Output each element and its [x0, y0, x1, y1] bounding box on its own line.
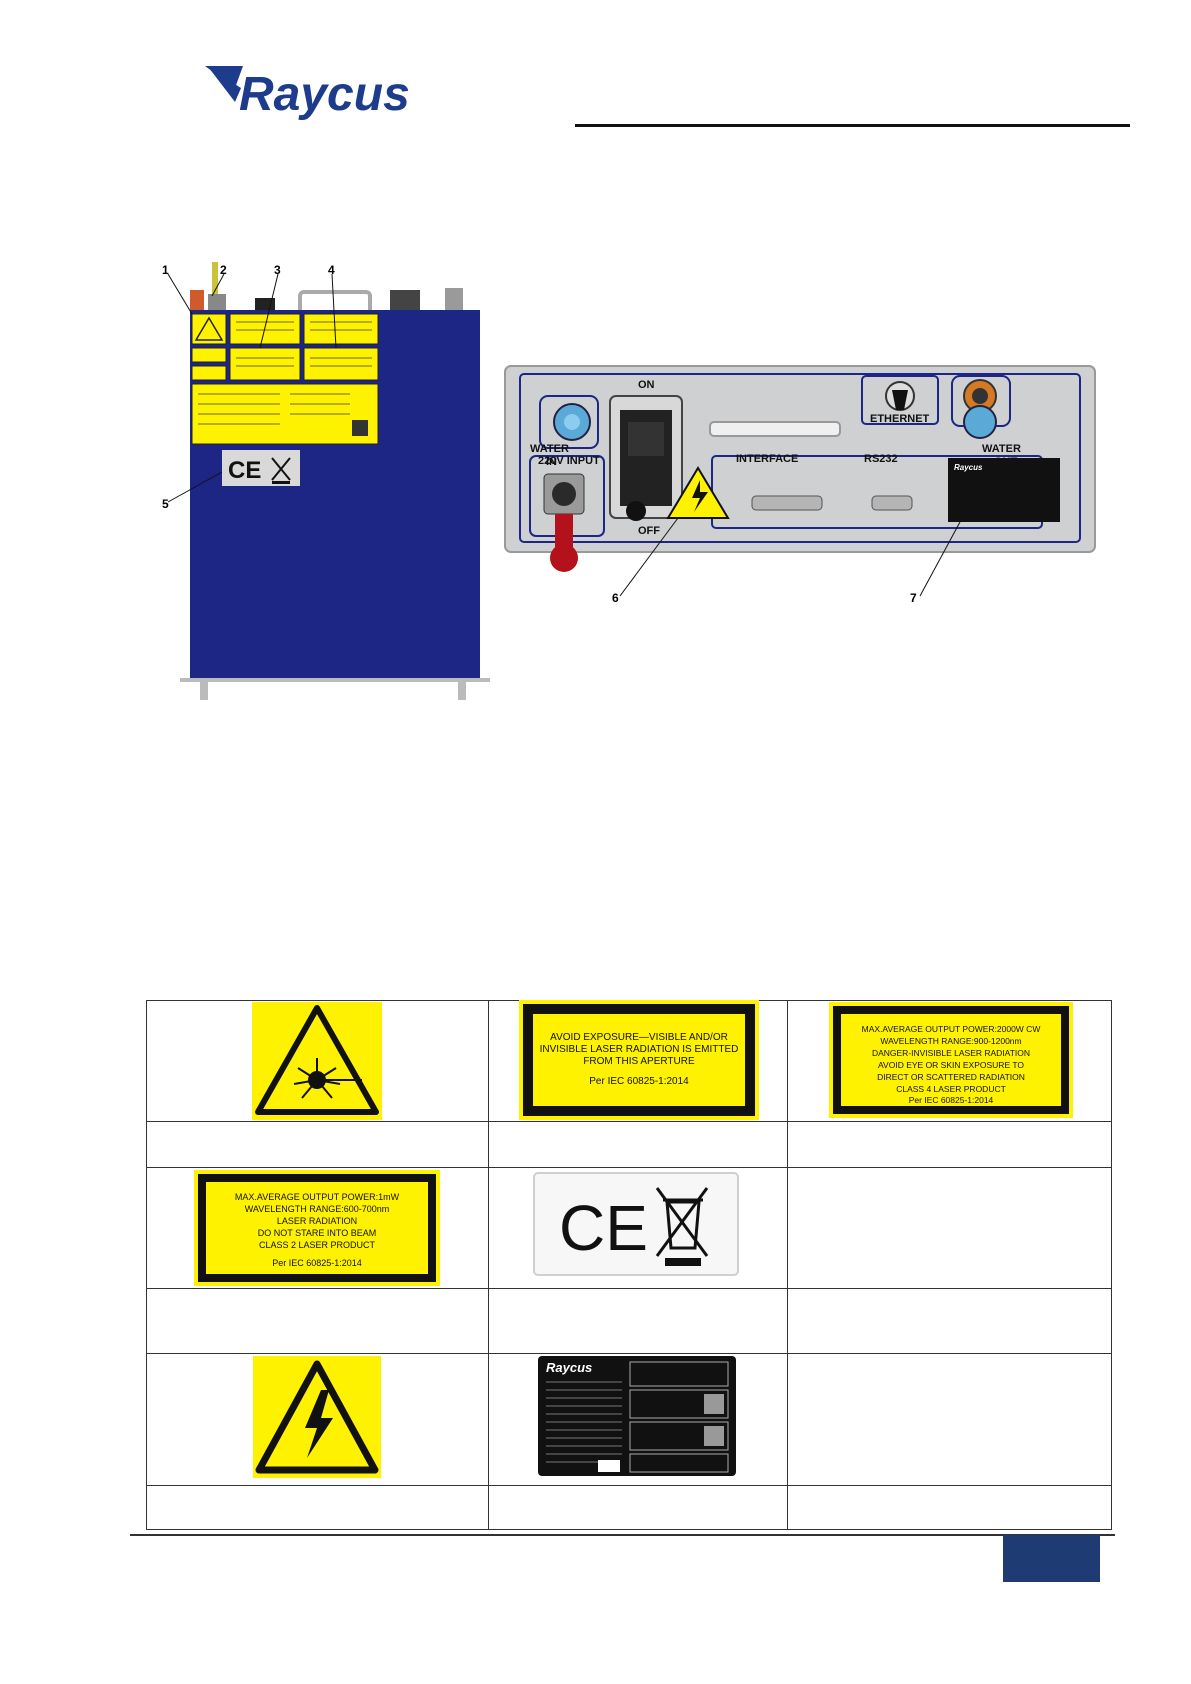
ce-label-top: [222, 450, 300, 486]
power-input-label: 220V INPUT: [538, 455, 600, 467]
nameplate-brand: Raycus: [954, 463, 983, 472]
rs232-connector: [871, 495, 913, 511]
label-3: [229, 347, 301, 381]
nameplate: [948, 458, 1060, 522]
class4-label-line1: MAX.AVERAGE OUTPUT POWER:2000W CW: [862, 1024, 1041, 1034]
table-cell: [488, 1288, 788, 1354]
power-indicator-icon: [626, 501, 646, 521]
weee-bin-icon: [655, 1187, 709, 1257]
table-cell: [146, 1288, 489, 1354]
class2-label-line5: CLASS 2 LASER PRODUCT: [259, 1240, 376, 1250]
table-cell: [146, 1121, 489, 1168]
laser-warning-label-small: [191, 313, 227, 345]
interface-label: INTERFACE: [736, 453, 798, 465]
qr-code: [352, 420, 368, 436]
table-cell: [488, 1121, 788, 1168]
table-cell: [787, 1353, 1112, 1486]
table-cell: [787, 1167, 1112, 1289]
raycus-logo: Raycus: [205, 66, 410, 121]
footer-page-box: [1003, 1535, 1100, 1582]
electric-shock-warning-sign: [253, 1356, 381, 1478]
aperture-label-line4: Per IEC 60825-1:2014: [589, 1076, 689, 1087]
callout-3: 3: [274, 263, 281, 277]
class4-label-line6: CLASS 4 LASER PRODUCT: [896, 1084, 1006, 1094]
aperture-warning-label: AVOID EXPOSURE—VISIBLE AND/OR INVISIBLE …: [519, 1000, 759, 1120]
fiber-cable: [212, 262, 218, 310]
water-out-port: [963, 405, 997, 439]
ce-text-top: CE: [228, 457, 261, 484]
class2-label-line2: WAVELENGTH RANGE:600-700nm: [245, 1204, 390, 1214]
table-cell: [488, 1485, 788, 1530]
class4-label-line5: DIRECT OR SCATTERED RADIATION: [877, 1072, 1025, 1082]
ethernet-label: ETHERNET: [870, 413, 930, 425]
header-rule: [575, 124, 1130, 127]
callout-4: 4: [328, 263, 335, 277]
class4-warning-label: MAX.AVERAGE OUTPUT POWER:2000W CW WAVELE…: [829, 1002, 1073, 1118]
top-fitting: [445, 288, 463, 312]
class4-label-line7: Per IEC 60825-1:2014: [909, 1095, 994, 1105]
nameplate-brand-large: Raycus: [546, 1360, 592, 1375]
class4-label-line2: WAVELENGTH RANGE:900-1200nm: [880, 1036, 1021, 1046]
callout-2: 2: [220, 263, 227, 277]
aperture-label-line1: AVOID EXPOSURE—VISIBLE AND/OR: [550, 1032, 728, 1043]
class2-label-line3: LASER RADIATION: [277, 1216, 357, 1226]
aperture-label-line3: FROM THIS APERTURE: [583, 1056, 695, 1067]
aperture-label-line2: INVISIBLE LASER RADIATION IS EMITTED: [540, 1044, 739, 1055]
fiber-connector: [208, 294, 226, 310]
callout-5: 5: [162, 497, 169, 511]
table-cell: [146, 1485, 489, 1530]
class4-label-line3: DANGER-INVISIBLE LASER RADIATION: [872, 1048, 1030, 1058]
interface-db-connector: [751, 495, 823, 511]
class2-warning-label: MAX.AVERAGE OUTPUT POWER:1mW WAVELENGTH …: [194, 1170, 440, 1286]
laser-warning-sign: [252, 1002, 382, 1120]
device-top-view: CE 1 2 3 4 5: [162, 262, 490, 700]
label-4-top: [303, 313, 379, 345]
product-nameplate: Raycus: [538, 1356, 736, 1476]
table-cell: [787, 1485, 1112, 1530]
ce-weee-label: CE: [533, 1172, 739, 1276]
switch-on-label: ON: [638, 379, 655, 391]
power-plug-cap: [555, 514, 573, 554]
rs232-label: RS232: [864, 453, 898, 465]
class4-label-line4: AVOID EYE OR SKIN EXPOSURE TO: [878, 1060, 1024, 1070]
output-connector: [190, 290, 204, 312]
panel-handle: [709, 421, 841, 437]
callout-1: 1: [162, 263, 169, 277]
callout-7: 7: [910, 591, 917, 605]
switch-off-label: OFF: [638, 525, 660, 537]
top-port: [390, 290, 420, 312]
ce-mark-text: CE: [559, 1192, 648, 1264]
callout-6: 6: [612, 591, 619, 605]
footer-rule: [130, 1534, 1115, 1536]
class2-label-line6: Per IEC 60825-1:2014: [272, 1258, 362, 1268]
table-cell: [787, 1288, 1112, 1354]
class2-label-line4: DO NOT STARE INTO BEAM: [258, 1228, 377, 1238]
chassis-base: [180, 678, 490, 682]
class2-label-line1: MAX.AVERAGE OUTPUT POWER:1mW: [235, 1192, 400, 1202]
label-4: [303, 347, 379, 381]
logo-wordmark: Raycus: [239, 68, 410, 121]
table-cell: [787, 1121, 1112, 1168]
